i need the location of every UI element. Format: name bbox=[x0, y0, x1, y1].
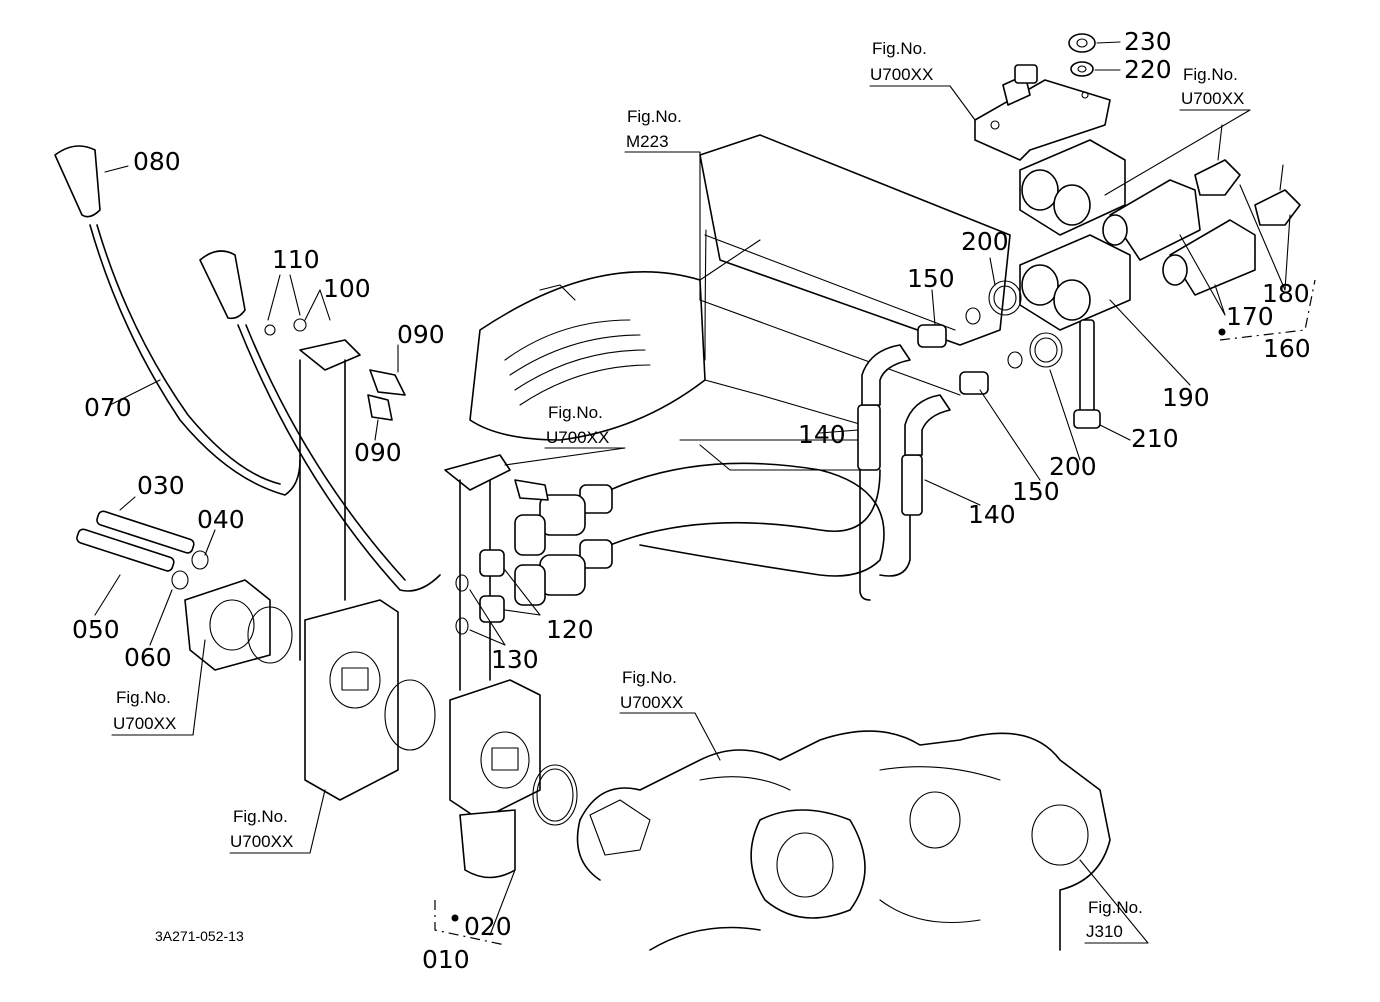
figref-mid-number: U700XX bbox=[546, 428, 609, 447]
callout-090-lower: 090 bbox=[354, 438, 402, 467]
callout-020: 020 bbox=[464, 912, 512, 941]
figref-j310-label: Fig.No. bbox=[1088, 898, 1143, 917]
callout-230: 230 bbox=[1124, 27, 1172, 56]
leader-lines bbox=[94, 41, 1316, 946]
figref-left-number: U700XX bbox=[113, 714, 176, 733]
figref-j310-number: J310 bbox=[1086, 922, 1123, 941]
callout-220: 220 bbox=[1124, 55, 1172, 84]
figref-valve-label: Fig.No. bbox=[233, 807, 288, 826]
callout-140-left: 140 bbox=[798, 420, 846, 449]
figref-right-number: U700XX bbox=[1181, 89, 1244, 108]
callout-180: 180 bbox=[1262, 279, 1310, 308]
callout-190: 190 bbox=[1162, 383, 1210, 412]
hydraulic-hoses bbox=[514, 344, 951, 606]
figref-m223-label: Fig.No. bbox=[627, 107, 682, 126]
diagram-code: 3A271-052-13 bbox=[155, 928, 244, 944]
callout-030: 030 bbox=[137, 471, 185, 500]
figref-left-label: Fig.No. bbox=[116, 688, 171, 707]
callout-070: 070 bbox=[84, 393, 132, 422]
coupler-assembly bbox=[917, 33, 1301, 429]
figref-m223-number: M223 bbox=[626, 132, 669, 151]
figref-bottom-label: Fig.No. bbox=[622, 668, 677, 687]
callout-090-upper: 090 bbox=[397, 320, 445, 349]
figref-bottom-number: U700XX bbox=[620, 693, 683, 712]
callout-200-upper: 200 bbox=[961, 227, 1009, 256]
callout-100: 100 bbox=[323, 274, 371, 303]
lower-housing bbox=[576, 730, 1111, 951]
callout-080: 080 bbox=[133, 147, 181, 176]
callout-130: 130 bbox=[491, 645, 539, 674]
figref-valve-number: U700XX bbox=[230, 832, 293, 851]
callout-050: 050 bbox=[72, 615, 120, 644]
callout-150-upper: 150 bbox=[907, 264, 955, 293]
callout-170: 170 bbox=[1226, 302, 1274, 331]
figref-mid-label: Fig.No. bbox=[548, 403, 603, 422]
callout-210: 210 bbox=[1131, 424, 1179, 453]
callout-120: 120 bbox=[546, 615, 594, 644]
figref-top-number: U700XX bbox=[870, 65, 933, 84]
control-levers bbox=[54, 145, 578, 879]
figure-references: Fig.No. U700XX Fig.No. U700XX Fig.No. M2… bbox=[113, 39, 1244, 941]
callout-040: 040 bbox=[197, 505, 245, 534]
callout-010: 010 bbox=[422, 945, 470, 974]
figref-right-label: Fig.No. bbox=[1183, 65, 1238, 84]
callout-140-right: 140 bbox=[968, 500, 1016, 529]
callout-110: 110 bbox=[272, 245, 320, 274]
callout-160: 160 bbox=[1263, 334, 1311, 363]
callout-150-lower: 150 bbox=[1012, 477, 1060, 506]
callout-060: 060 bbox=[124, 643, 172, 672]
figref-top-label: Fig.No. bbox=[872, 39, 927, 58]
callout-200-lower: 200 bbox=[1049, 452, 1097, 481]
callout-labels: 010 020 030 040 050 060 070 080 090 090 … bbox=[72, 27, 1311, 974]
